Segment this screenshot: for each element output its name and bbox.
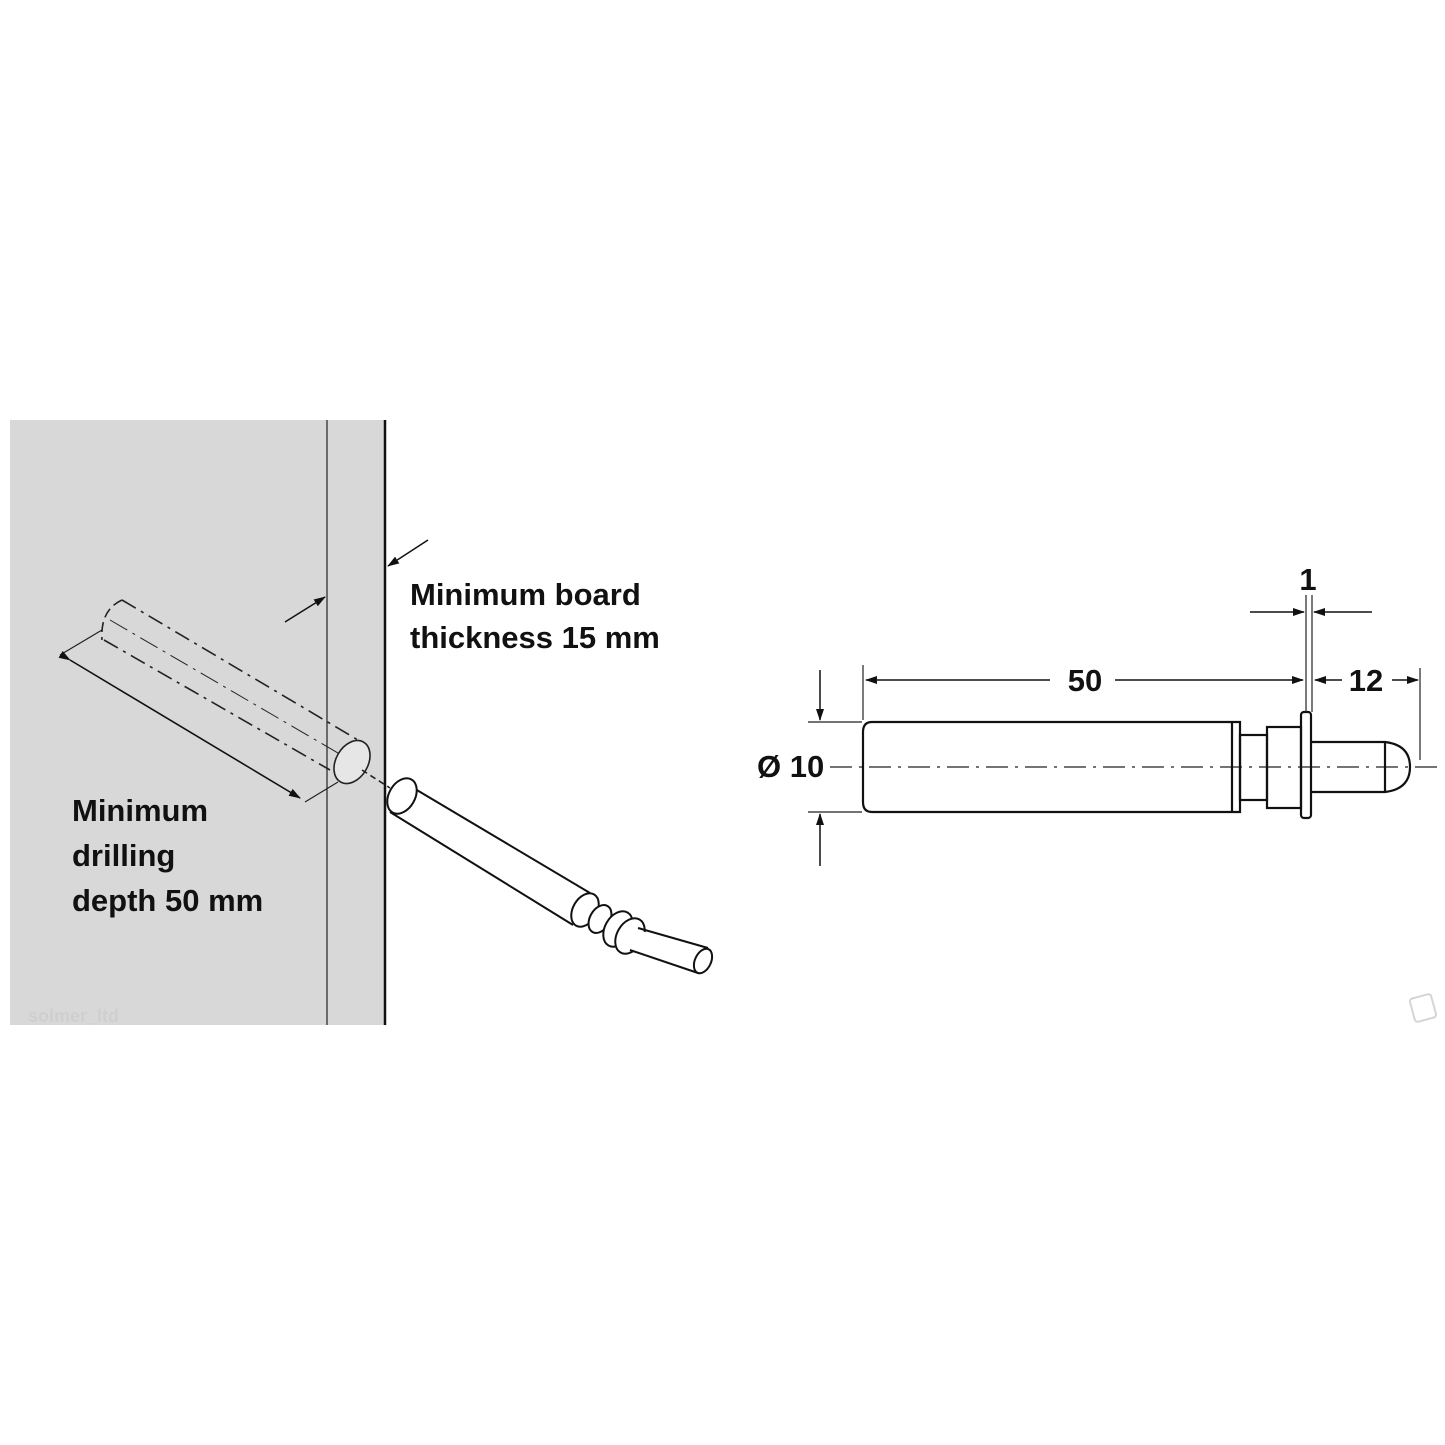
drilling-depth-label-line1: Minimum bbox=[72, 793, 208, 828]
board-thickness-label-line2: thickness 15 mm bbox=[410, 620, 660, 655]
drilling-depth-arrow bbox=[58, 650, 301, 799]
board-thickness-label-line1: Minimum board bbox=[410, 577, 641, 612]
extension-lines bbox=[808, 595, 1421, 813]
push-pin-isometric bbox=[386, 777, 714, 975]
thickness-arrow-outer bbox=[387, 539, 429, 567]
watermark: solmer_ltd bbox=[28, 1006, 119, 1026]
dimension-diameter-10: Ø 10 bbox=[757, 749, 824, 784]
dimension-length-50: 50 bbox=[1068, 663, 1102, 698]
isometric-view: Minimum board thickness 15 mm Minimum dr… bbox=[10, 420, 714, 1026]
drilling-depth-label-line2: drilling bbox=[72, 838, 175, 873]
dimension-arrows bbox=[816, 608, 1419, 866]
side-view: 50 1 12 Ø 10 bbox=[757, 562, 1442, 866]
corner-logo bbox=[1408, 993, 1438, 1023]
thickness-arrow-inner bbox=[284, 596, 326, 623]
dimension-flange-1: 1 bbox=[1299, 562, 1316, 597]
dimension-pin-12: 12 bbox=[1349, 663, 1383, 698]
push-pin-side bbox=[861, 710, 1412, 820]
drilling-depth-label-line3: depth 50 mm bbox=[72, 883, 263, 918]
